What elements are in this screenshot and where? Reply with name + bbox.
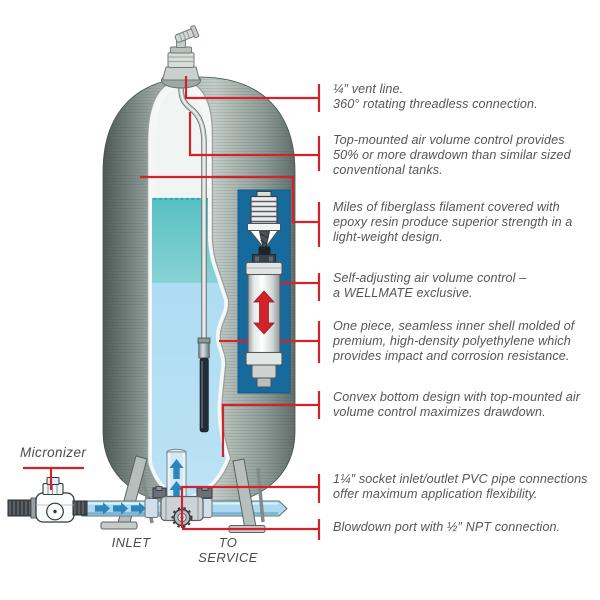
vent-spout (174, 25, 200, 43)
annotation-blowdown: Blowdown port with ½″ NPT connection. (333, 520, 561, 534)
annotation-fiberglass: Miles of fiberglass filament covered wit… (333, 200, 573, 244)
annotation-inner-shell: One piece, seamless inner shell molded o… (333, 319, 575, 363)
annotation-top-mounted-avc: Top-mounted air volume control provides … (333, 133, 571, 177)
callout-line-self-adjusting (281, 273, 321, 301)
callout-lines (23, 76, 321, 540)
avc-detail-device (245, 191, 283, 388)
avc-weight-rod (199, 357, 209, 433)
callout-line-fiberglass (140, 175, 321, 247)
callout-line-vent (184, 76, 321, 112)
vent-valve (161, 25, 201, 89)
up-down-arrow-icon (253, 290, 275, 335)
annotation-self-adjusting: Self-adjusting air volume control – a WE… (333, 271, 527, 300)
micronizer-valve (7, 477, 88, 523)
annotation-pvc-connections: 1¼″ socket inlet/outlet PVC pipe connect… (333, 472, 588, 501)
callout-line-blowdown (182, 519, 321, 540)
annotation-convex-bottom: Convex bottom design with top-mounted ai… (333, 390, 581, 419)
annotation-vent-line: ¼″ vent line. 360° rotating threadless c… (333, 82, 538, 111)
label-to-service: TO SERVICE (198, 535, 258, 565)
air-volume-control-tube (178, 85, 211, 433)
callout-line-convex-bottom (221, 391, 321, 457)
inlet-flow-arrows (95, 502, 146, 515)
callout-line-pvc (180, 474, 321, 528)
pipe-coupling (144, 498, 159, 518)
upflow-arrows (169, 459, 184, 501)
label-inlet: INLET (111, 535, 151, 550)
label-micronizer: Micronizer (20, 445, 87, 460)
callout-line-micronizer (23, 466, 84, 490)
callout-line-top-avc (188, 112, 321, 171)
